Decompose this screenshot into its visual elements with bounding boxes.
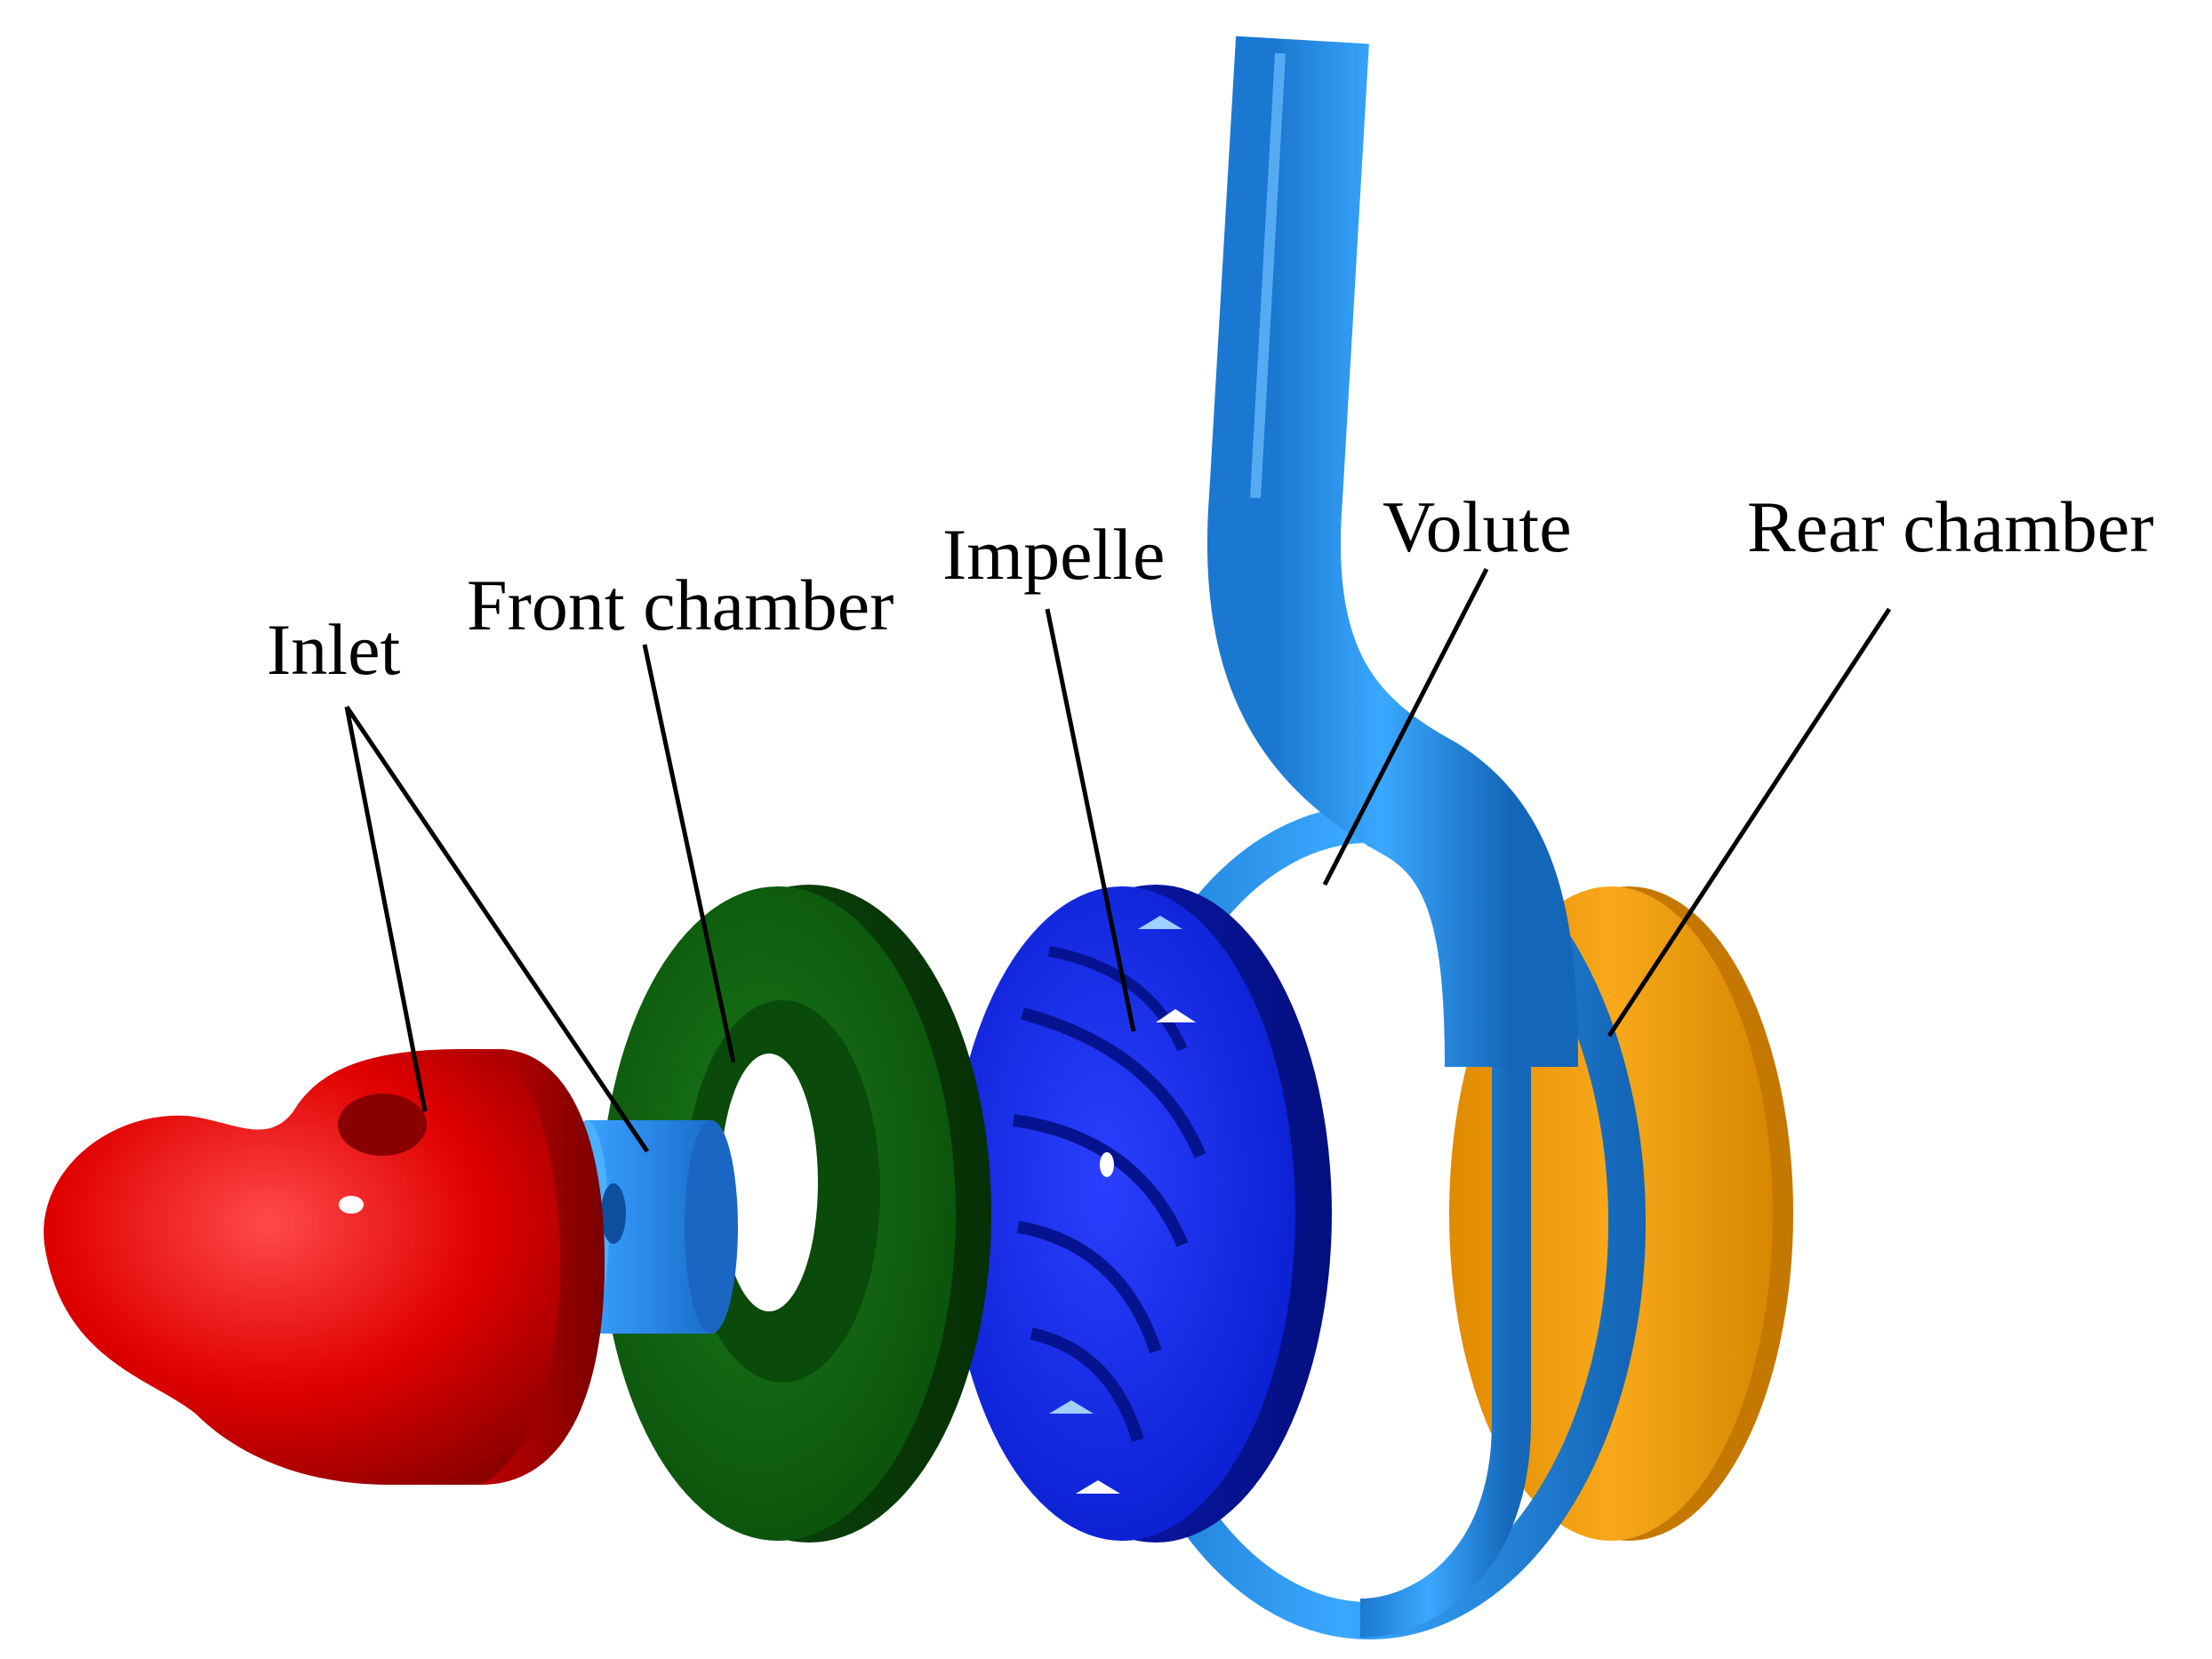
inlet-part <box>44 1049 605 1485</box>
impeller-part <box>949 885 1332 1543</box>
leader-rear-chamber <box>1607 607 1892 1038</box>
label-impeller: Impelle <box>942 514 1166 595</box>
front-chamber-part <box>600 885 991 1543</box>
label-volute: Volute <box>1382 486 1572 567</box>
leader-front-chamber <box>642 644 736 1063</box>
label-inlet: Inlet <box>267 609 401 690</box>
leader-volute <box>1322 567 1489 886</box>
leader-inlet-to-connector <box>344 705 650 1153</box>
leader-impeller <box>1045 608 1136 1032</box>
leader-inlet-to-body <box>344 706 428 1112</box>
label-rear-chamber: Rear chamber <box>1747 486 2154 567</box>
volute-outlet-pipe <box>1206 36 1578 1638</box>
label-front-chamber: Front chamber <box>467 565 894 645</box>
leader-lines <box>344 567 1892 1153</box>
